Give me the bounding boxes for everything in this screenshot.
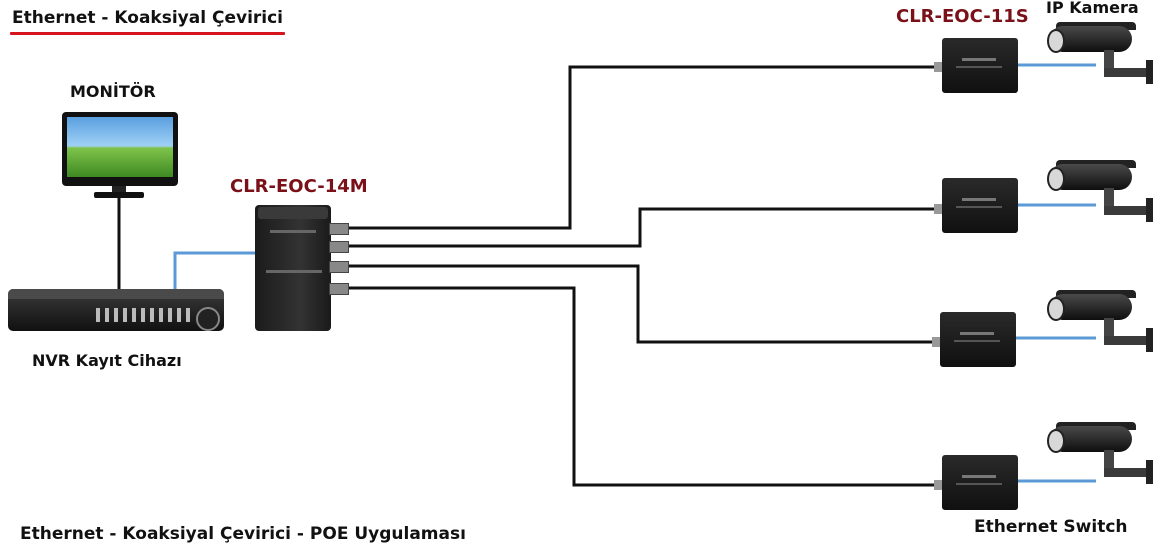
converter-port: [934, 480, 942, 490]
hub-model-label: CLR-EOC-14M: [230, 176, 368, 197]
hub-coax-port: [329, 241, 349, 253]
hub-coax-port: [329, 261, 349, 273]
converter-model-label: CLR-EOC-11S: [896, 6, 1029, 27]
hub-print: [266, 270, 322, 273]
converter-port: [934, 62, 942, 72]
ip-camera-icon: [1047, 158, 1155, 228]
ip-camera-icon: [1047, 20, 1155, 90]
nvr-top-panel: [8, 289, 224, 299]
monitor-stand: [112, 186, 126, 193]
nvr-jog-dial: [196, 307, 220, 331]
ip-camera-label: IP Kamera: [1046, 0, 1139, 17]
nvr-ethernet-cable: [173, 251, 256, 289]
nvr-buttons: [96, 308, 192, 322]
coax-cable-1: [345, 65, 936, 230]
monitor-icon: [62, 112, 178, 186]
monitor-label: MONİTÖR: [70, 82, 156, 101]
converter-port: [934, 204, 942, 214]
hub-coax-port: [329, 223, 349, 235]
diagram-title: Ethernet - Koaksiyal Çevirici: [12, 8, 284, 28]
ip-camera-icon: [1047, 288, 1155, 358]
monitor-stand-base: [94, 192, 144, 198]
ethernet-switch-label: Ethernet Switch: [974, 517, 1128, 537]
title-underline: [10, 32, 285, 35]
coax-cable-4: [345, 286, 936, 487]
converter-icon: [942, 455, 1018, 510]
hub-top: [258, 207, 328, 219]
nvr-label: NVR Kayıt Cihazı: [32, 351, 182, 370]
coax-cable-3: [345, 264, 936, 344]
converter-icon: [940, 312, 1016, 367]
converter-port: [932, 337, 940, 347]
hub-coax-port: [329, 283, 349, 295]
hub-print: [270, 230, 316, 233]
converter-icon: [942, 38, 1018, 93]
coax-hub-icon: [255, 205, 331, 331]
converter-icon: [942, 178, 1018, 233]
footer-caption: Ethernet - Koaksiyal Çevirici - POE Uygu…: [20, 524, 466, 544]
coax-cable-2: [345, 207, 936, 248]
ip-camera-icon: [1047, 420, 1155, 490]
